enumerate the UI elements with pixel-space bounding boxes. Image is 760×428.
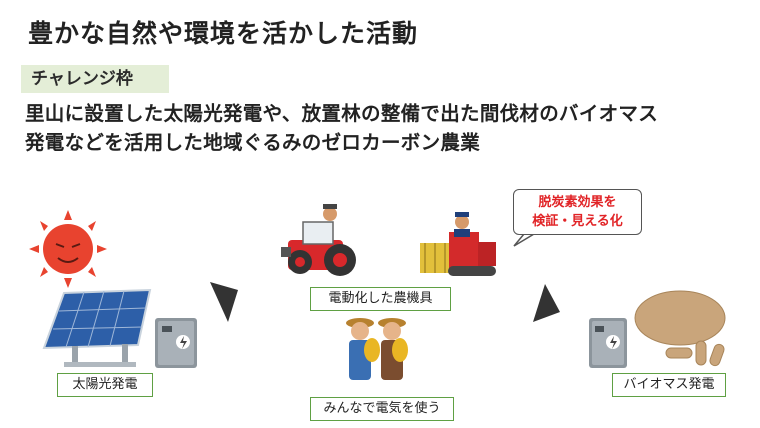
biomass-label: バイオマス発電 xyxy=(612,373,726,397)
farmers-icon xyxy=(346,318,408,380)
description-line-2: 発電などを活用した地域ぐるみのゼロカーボン農業 xyxy=(25,131,481,154)
description: 里山に設置した太陽光発電や、放置林の整備で出た間伐材のバイオマス 発電などを活用… xyxy=(25,99,658,157)
power-box-icon xyxy=(589,318,627,368)
solar-panel-icon xyxy=(42,288,152,367)
community-label: みんなで電気を使う xyxy=(310,397,454,421)
machinery-label: 電動化した農機具 xyxy=(310,287,451,311)
power-box-icon xyxy=(155,318,197,368)
arrow-icon xyxy=(210,282,238,322)
callout-line-2: 検証・見える化 xyxy=(532,214,623,229)
callout-box: 脱炭素効果を 検証・見える化 xyxy=(513,189,642,235)
page-title: 豊かな自然や環境を活かした活動 xyxy=(28,19,419,48)
arrow-icon xyxy=(533,284,560,322)
solar-label: 太陽光発電 xyxy=(57,373,153,397)
challenge-badge: チャレンジ枠 xyxy=(21,65,169,93)
callout-line-1: 脱炭素効果を xyxy=(538,195,617,210)
tractor-icon xyxy=(281,204,356,276)
description-line-1: 里山に設置した太陽光発電や、放置林の整備で出た間伐材のバイオマス xyxy=(25,102,659,125)
sun-icon xyxy=(29,210,107,288)
harvester-icon xyxy=(420,212,496,276)
wood-pellets-icon xyxy=(634,290,726,367)
